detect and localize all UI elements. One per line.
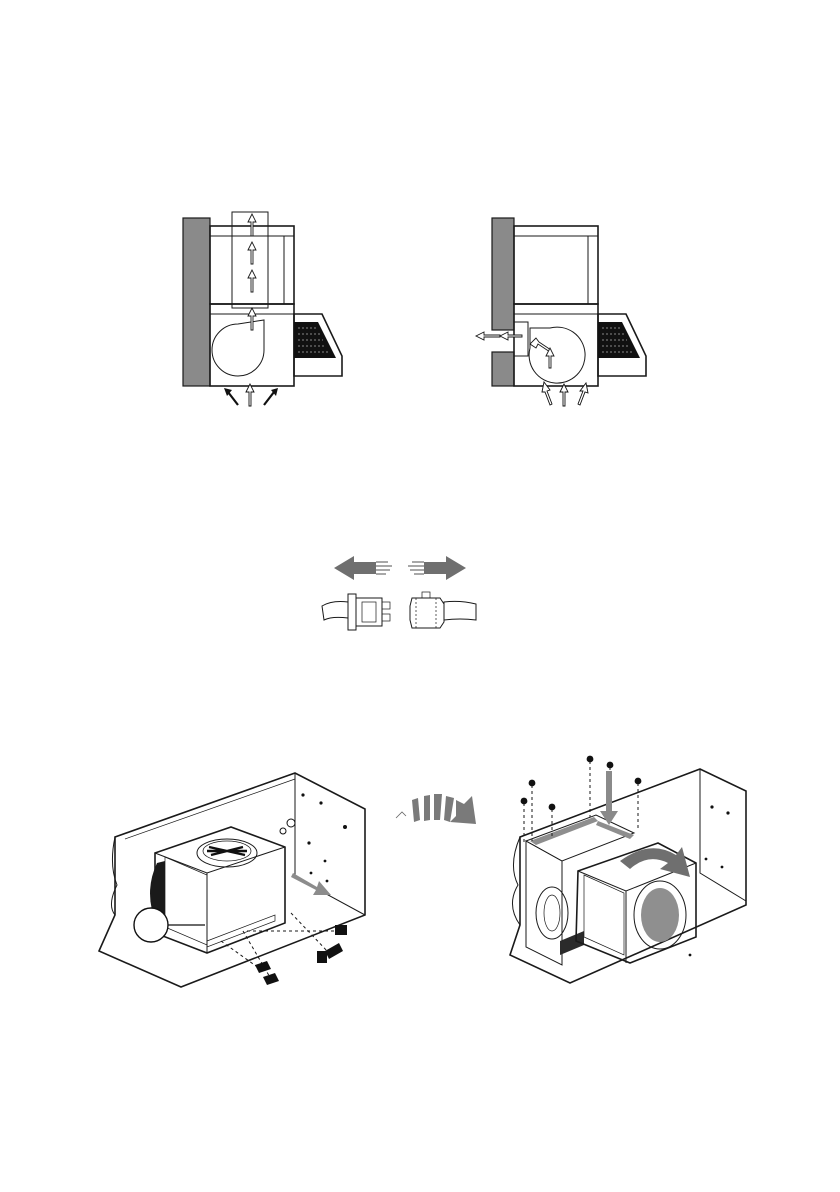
fan-wheel [197, 839, 257, 867]
rear-outlet [514, 322, 528, 356]
female-connector [410, 592, 444, 628]
ducted-airflow-diagram [180, 210, 380, 415]
pull-apart-arrows [334, 556, 466, 580]
airflow-up-arrows [248, 214, 256, 330]
pull-arrow [291, 873, 331, 895]
blower-removal-diagram [95, 765, 375, 990]
mounting-holes [689, 805, 730, 956]
insert-arrow [600, 771, 618, 825]
recirculating-airflow-diagram [470, 210, 670, 415]
rotation-arrow [620, 847, 690, 877]
wall [183, 218, 210, 386]
wall-upper [492, 218, 514, 330]
blower-housing [155, 827, 285, 953]
hood-housing [510, 769, 746, 983]
blower-rotation-diagram [500, 755, 755, 985]
airflow-rear-arrows [476, 332, 554, 368]
left-cable [322, 602, 348, 621]
upper-cabinet [514, 226, 598, 304]
blower-scroll [212, 320, 264, 376]
transition-arrow [392, 790, 482, 840]
intake-arrows [224, 384, 278, 406]
right-cable [444, 601, 476, 620]
electrical-connector-diagram [312, 548, 488, 636]
wall-lower [492, 352, 514, 386]
mounting-holes [280, 793, 347, 882]
male-connector [348, 594, 390, 630]
blower-scroll [529, 327, 585, 383]
callout-marker [134, 908, 205, 942]
hood-body [514, 304, 598, 386]
